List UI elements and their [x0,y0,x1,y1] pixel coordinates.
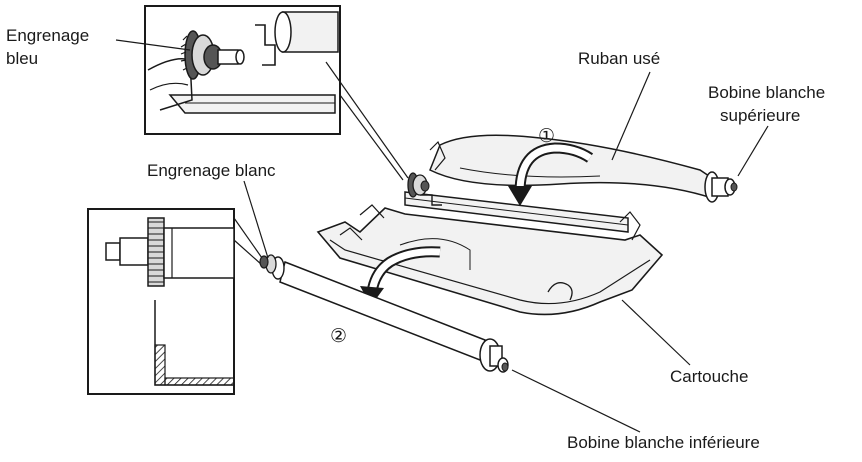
step-1-marker: ① [538,126,556,147]
inset-white-gear [87,208,235,395]
inset1-connector-a [325,61,409,179]
inset2-connector-a [233,217,263,259]
label-engrenage-blanc: Engrenage blanc [147,161,276,180]
leader-bobine-inf [511,369,641,433]
leader-engrenage-bleu [115,39,191,51]
label-bobine-sup-1: Bobine blanche [708,83,826,102]
label-engrenage-bleu-2: bleu [6,49,39,68]
lower-spool [259,254,509,373]
leader-ruban-use [611,71,651,161]
label-cartouche: Cartouche [670,367,749,386]
upper-spool [429,134,738,203]
inset2-connector-b [233,239,263,266]
leader-engrenage-blanc [243,180,269,259]
label-bobine-sup-2: supérieure [720,106,801,125]
inset-blue-gear [144,5,341,135]
leader-lines [115,39,769,433]
label-engrenage-bleu-1: Engrenage [6,26,90,45]
leader-cartouche [621,299,691,366]
leader-bobine-sup [737,125,769,177]
label-ruban-use: Ruban usé [578,49,661,68]
step-2-marker: ② [330,326,348,347]
cartridge-frame [316,172,664,316]
label-bobine-inf: Bobine blanche inférieure [567,433,760,452]
inset1-connector-b [339,94,404,181]
